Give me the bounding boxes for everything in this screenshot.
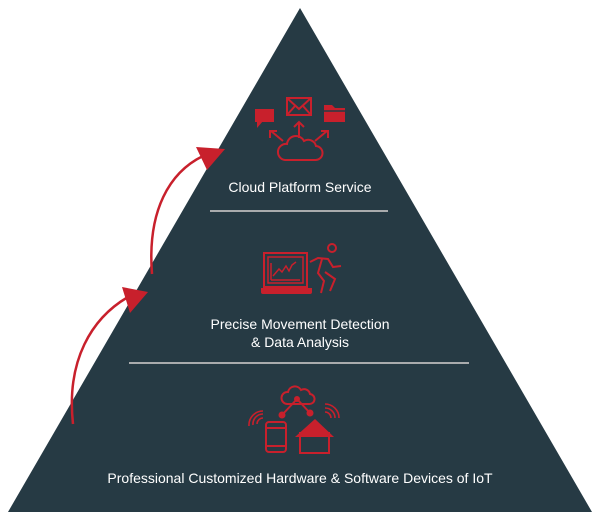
cloud-icon (276, 135, 324, 161)
arrowhead-bottom-to-middle-icon (122, 287, 148, 313)
wifi-signal-icon (248, 403, 340, 427)
cloud-platform-icon-group (255, 97, 345, 161)
smartphone-icon (265, 421, 287, 453)
iot-devices-icon-group (248, 385, 340, 454)
folder-icon (324, 105, 345, 122)
arrow-bottom-to-middle (70, 295, 129, 425)
running-person-icon (309, 243, 342, 294)
network-lines (278, 396, 314, 419)
arrow-middle-to-top (150, 154, 204, 275)
level-title-iot-devices: Professional Customized Hardware & Softw… (107, 470, 493, 486)
arrow-up-right-icon (314, 130, 329, 142)
envelope-icon (286, 97, 312, 116)
arrow-up-left-icon (269, 130, 284, 142)
level-title-line-1: Precise Movement Detection (210, 316, 390, 332)
cloud-network-icon (280, 385, 316, 405)
movement-detection-icon-group (261, 243, 342, 294)
level-title-cloud-platform: Cloud Platform Service (228, 179, 372, 195)
house-icon (295, 419, 334, 454)
level-title-line-2: & Data Analysis (250, 334, 350, 350)
pyramid-shape (8, 8, 592, 512)
level-title-movement-detection: Precise Movement Detection & Data Analys… (160, 315, 440, 351)
progression-arrows (70, 147, 225, 425)
arrowhead-middle-to-top-icon (196, 147, 225, 170)
chat-bubble-icon (255, 109, 274, 128)
laptop-chart-icon (261, 252, 312, 294)
